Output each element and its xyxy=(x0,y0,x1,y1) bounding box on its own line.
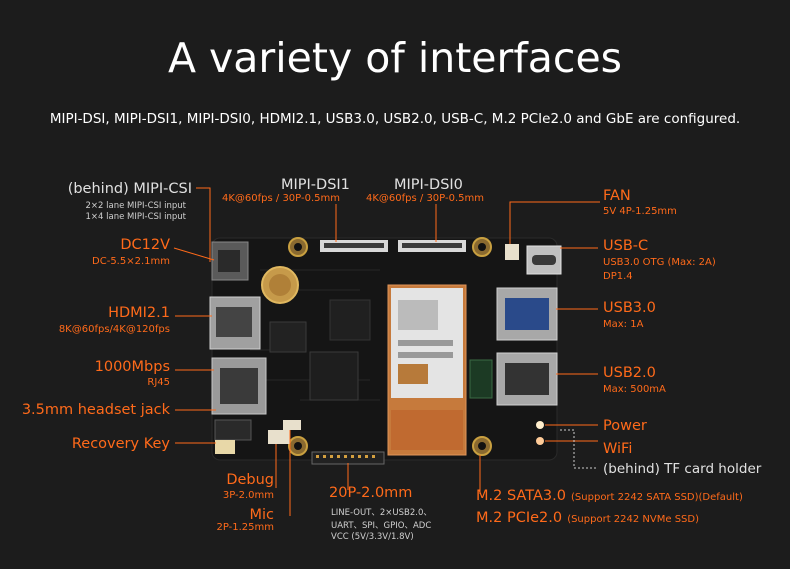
label-m2-pcie-row: M.2 PCIe2.0 (Support 2242 NVMe SSD) xyxy=(476,507,699,526)
fan-connector xyxy=(505,244,519,260)
label-mipi-csi-line2: 1×4 lane MIPI-CSI input xyxy=(85,212,186,222)
chip xyxy=(329,299,371,341)
label-mipi-dsi0-spec: 4K@60fps / 30P-0.5mm xyxy=(366,193,484,204)
label-usbc: USB-C xyxy=(603,238,649,254)
label-m2-pcie-spec: (Support 2242 NVMe SSD) xyxy=(567,514,700,525)
label-tf-card: (behind) TF card holder xyxy=(603,461,762,477)
ram-chip xyxy=(309,351,359,401)
recovery-button xyxy=(215,440,235,454)
label-mic: Mic xyxy=(249,507,274,523)
wifi-module xyxy=(469,359,493,399)
label-power: Power xyxy=(603,418,647,434)
wifi-led xyxy=(536,437,544,445)
label-fan-spec: 5V 4P-1.25mm xyxy=(603,206,677,217)
mount-hole xyxy=(478,442,486,450)
label-mipi-dsi0: MIPI-DSI0 xyxy=(394,177,463,193)
label-dc12v-spec: DC-5.5×2.1mm xyxy=(92,256,170,267)
page-title: A variety of interfaces xyxy=(167,34,623,82)
label-usbc-spec2: DP1.4 xyxy=(603,271,633,282)
power-led xyxy=(536,421,544,429)
label-hdmi: HDMI2.1 xyxy=(108,305,170,321)
mount-hole xyxy=(294,442,302,450)
label-mipi-dsi1: MIPI-DSI1 xyxy=(281,177,350,193)
debug-connector xyxy=(268,430,290,444)
mount-hole xyxy=(294,243,302,251)
chip xyxy=(269,321,307,353)
label-usb30-spec: Max: 1A xyxy=(603,319,644,330)
label-fan: FAN xyxy=(603,188,631,204)
label-debug-spec: 3P-2.0mm xyxy=(222,490,274,501)
label-hdmi-spec: 8K@60fps/4K@120fps xyxy=(58,324,170,335)
label-recovery: Recovery Key xyxy=(71,436,170,452)
page-subtitle: MIPI-DSI, MIPI-DSI1, MIPI-DSI0, HDMI2.1,… xyxy=(49,111,741,127)
label-gpio: 20P-2.0mm xyxy=(329,485,413,501)
label-gpio-spec3: VCC (5V/3.3V/1.8V) xyxy=(331,532,414,542)
label-usbc-spec1: USB3.0 OTG (Max: 2A) xyxy=(603,257,716,268)
label-usb30: USB3.0 xyxy=(603,300,656,316)
label-mipi-csi: (behind) MIPI-CSI xyxy=(67,181,192,197)
label-m2-sata: M.2 SATA3.0 xyxy=(476,488,566,504)
label-headset: 3.5mm headset jack xyxy=(21,402,170,418)
label-mipi-dsi1-spec: 4K@60fps / 30P-0.5mm xyxy=(222,193,340,204)
label-ethernet-spec: RJ45 xyxy=(147,377,170,388)
label-wifi: WiFi xyxy=(603,441,633,457)
label-usb20-spec: Max: 500mA xyxy=(603,384,666,395)
label-gpio-spec1: LINE-OUT、2×USB2.0、 xyxy=(331,508,432,518)
label-usb20: USB2.0 xyxy=(603,365,656,381)
mount-hole xyxy=(478,243,486,251)
label-ethernet: 1000Mbps xyxy=(94,359,170,375)
label-mipi-csi-line1: 2×2 lane MIPI-CSI input xyxy=(85,201,186,211)
label-dc12v: DC12V xyxy=(120,237,170,253)
label-m2-sata-row: M.2 SATA3.0 (Support 2242 SATA SSD)(Defa… xyxy=(476,485,743,504)
label-mic-spec: 2P-1.25mm xyxy=(216,522,274,533)
label-m2-sata-spec: (Support 2242 SATA SSD)(Default) xyxy=(571,492,743,503)
label-gpio-spec2: UART、SPI、GPIO、ADC xyxy=(331,521,432,531)
mic-connector xyxy=(283,420,301,430)
label-m2-pcie: M.2 PCIe2.0 xyxy=(476,510,563,526)
label-debug: Debug xyxy=(226,472,274,488)
